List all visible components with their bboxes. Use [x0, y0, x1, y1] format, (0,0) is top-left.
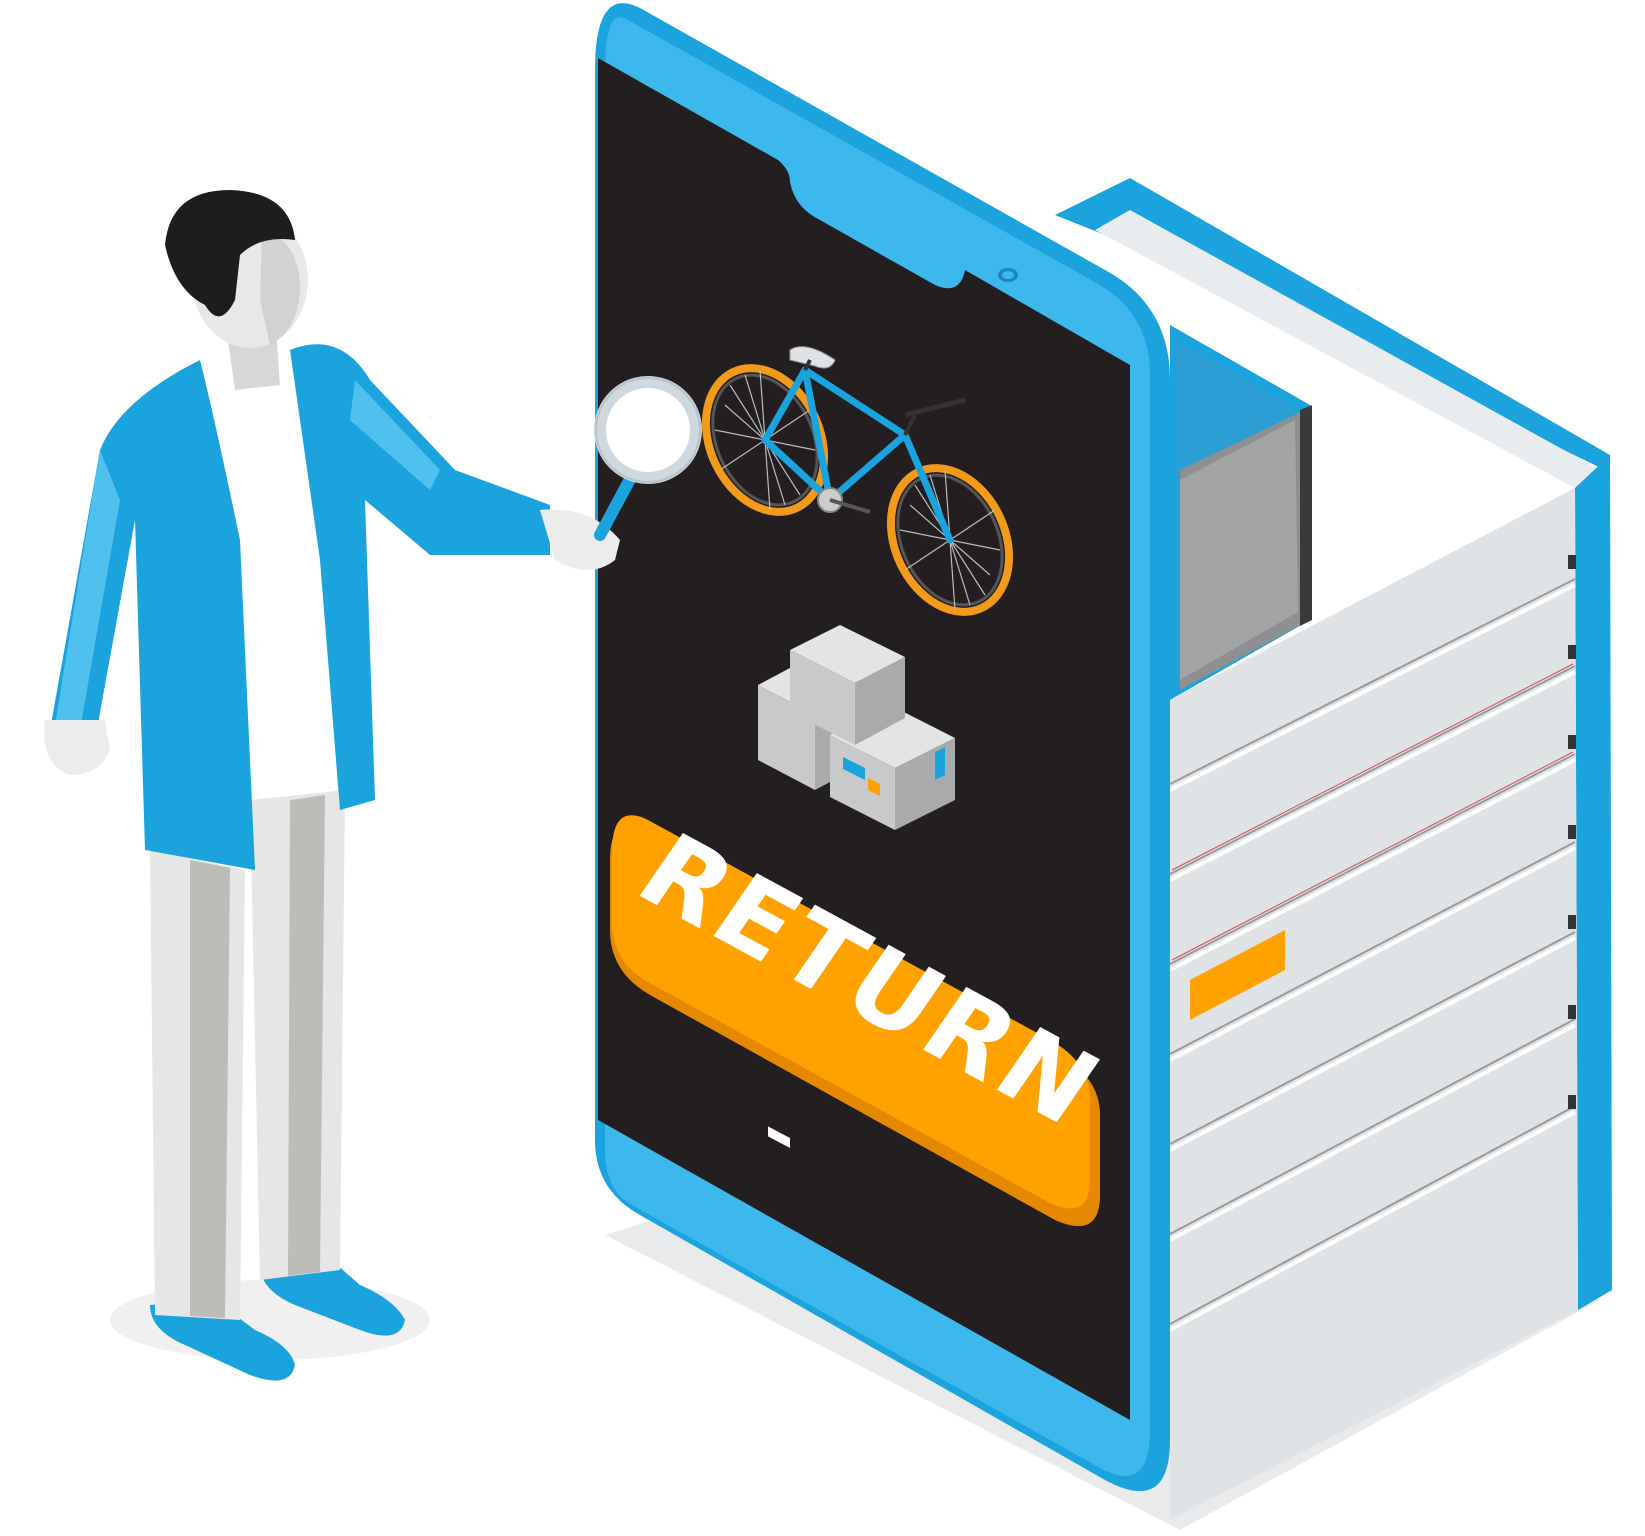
bicycle-icon	[701, 346, 1014, 616]
magnifying-glass-icon	[594, 376, 702, 541]
boxes-icon	[758, 625, 955, 1149]
locker-icon	[1055, 178, 1612, 1520]
person-icon	[44, 190, 620, 1381]
